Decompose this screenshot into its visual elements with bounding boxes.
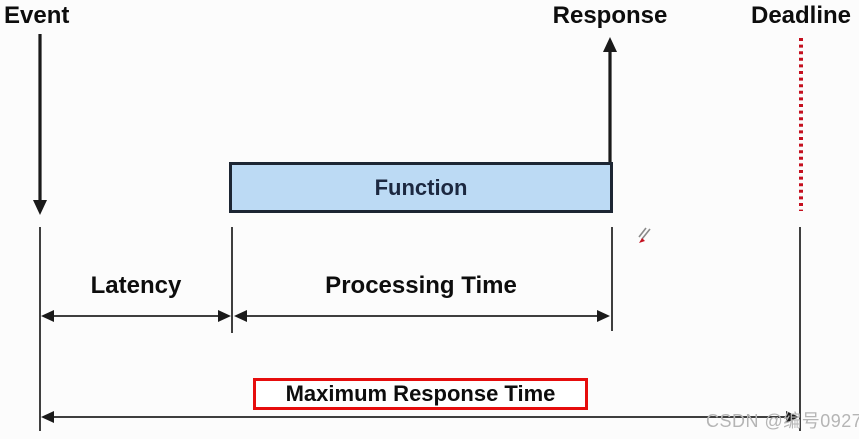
latency-arrow-head-left xyxy=(41,310,54,322)
event-label: Event xyxy=(4,2,70,29)
processing-time-label: Processing Time xyxy=(325,272,517,299)
function-box: Function xyxy=(229,162,613,213)
response-arrow-head xyxy=(603,37,617,52)
processing-arrow-head-right xyxy=(597,310,610,322)
deadline-label: Deadline xyxy=(750,2,852,29)
response-label: Response xyxy=(552,2,668,29)
function-label: Function xyxy=(374,174,468,200)
max-response-arrow-head-left xyxy=(41,411,54,423)
max-response-time-box: Maximum Response Time xyxy=(253,378,588,410)
processing-arrow-head-left xyxy=(234,310,247,322)
watermark: CSDN @编号0927 xyxy=(706,411,859,431)
latency-arrow-head-right xyxy=(218,310,231,322)
latency-label: Latency xyxy=(90,272,182,299)
event-arrow-head xyxy=(33,200,47,215)
pen-cursor-icon xyxy=(638,227,651,243)
max-response-time-label: Maximum Response Time xyxy=(285,381,556,406)
